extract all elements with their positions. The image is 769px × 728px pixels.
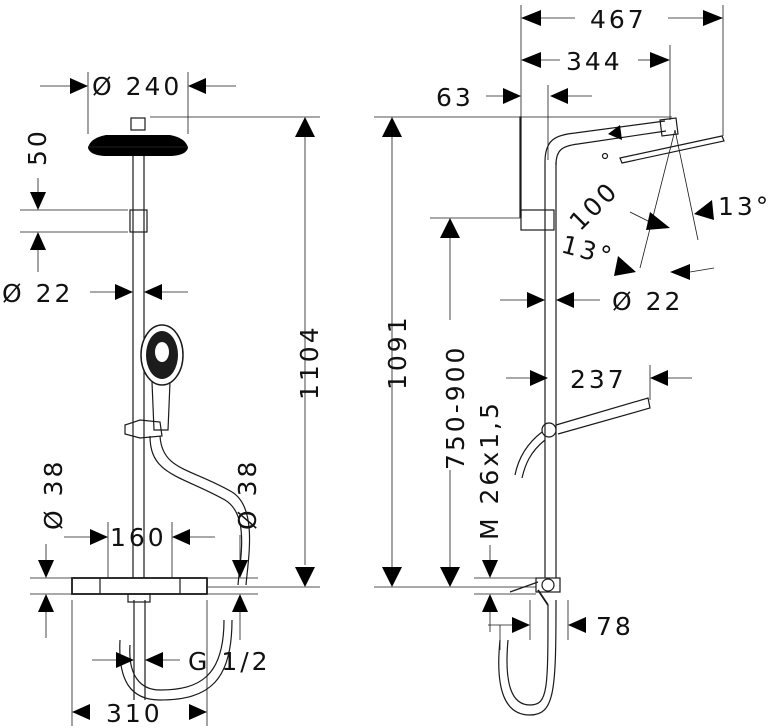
dim-side-height: 1091 bbox=[374, 116, 672, 588]
label-head-tilt-upper: 13° bbox=[718, 192, 769, 221]
dim-connection-right: Ø 38 bbox=[208, 459, 262, 640]
dim-head-tilt-upper: 13° bbox=[629, 129, 769, 269]
label-adjustable-range: 750-900 bbox=[441, 345, 470, 470]
label-overall-projection: 467 bbox=[590, 5, 647, 34]
hand-shower bbox=[124, 324, 184, 439]
head-shower bbox=[88, 117, 188, 156]
shower-hose bbox=[149, 435, 251, 586]
label-thermostat-spacing: 160 bbox=[110, 523, 167, 552]
dim-thermostat-width: 310 bbox=[71, 600, 208, 728]
thermostat-bar bbox=[71, 577, 233, 701]
dim-total-height: 1104 bbox=[150, 116, 324, 588]
dim-overall-projection: 467 bbox=[520, 5, 724, 208]
dim-wall-depth: 78 bbox=[488, 600, 634, 641]
label-holder-thread: M 26x1,5 bbox=[475, 400, 504, 540]
label-arm-projection: 344 bbox=[566, 47, 623, 76]
side-view: 467 344 63 100 bbox=[374, 5, 769, 716]
label-side-height: 1091 bbox=[383, 314, 412, 390]
label-wall-depth: 78 bbox=[596, 612, 634, 641]
label-wall-offset: 63 bbox=[436, 83, 474, 112]
side-rod bbox=[519, 116, 667, 578]
dim-arm-projection: 344 bbox=[521, 45, 671, 120]
label-head-height: 50 bbox=[23, 128, 52, 166]
label-inlet-thread: G 1/2 bbox=[188, 647, 271, 676]
side-thermostat bbox=[498, 577, 561, 716]
dim-connection-left: Ø 38 bbox=[30, 459, 72, 638]
label-front-pipe-diameter: Ø 22 bbox=[2, 279, 73, 308]
front-view: Ø 240 50 Ø 22 1104 bbox=[2, 72, 324, 728]
side-hand-shower bbox=[514, 397, 651, 479]
label-head-tilt-lower: 13° bbox=[558, 230, 617, 272]
dim-inlet-thread: G 1/2 bbox=[92, 647, 271, 676]
dim-front-pipe-diameter: Ø 22 bbox=[2, 279, 188, 308]
dim-side-pipe-diameter: Ø 22 bbox=[500, 287, 683, 316]
dim-head-height: 50 bbox=[20, 128, 128, 272]
dim-hand-shower-length: 237 bbox=[506, 365, 692, 400]
label-connection-left: Ø 38 bbox=[39, 459, 68, 530]
label-connection-right: Ø 38 bbox=[233, 459, 262, 530]
label-thermostat-width: 310 bbox=[106, 699, 163, 728]
label-head-diameter: Ø 240 bbox=[92, 72, 182, 101]
label-hand-shower-length: 237 bbox=[570, 365, 627, 394]
dim-arm-bend: 100 bbox=[564, 176, 625, 237]
dim-head-diameter: Ø 240 bbox=[40, 72, 236, 134]
dim-head-tilt-lower: 13° bbox=[558, 230, 715, 280]
dim-thermostat-spacing: 160 bbox=[64, 522, 215, 578]
label-side-pipe-diameter: Ø 22 bbox=[612, 287, 683, 316]
dim-wall-offset: 63 bbox=[436, 83, 592, 160]
dim-holder-thread: M 26x1,5 bbox=[474, 400, 536, 632]
side-head-shower bbox=[601, 117, 725, 164]
label-total-height: 1104 bbox=[295, 324, 324, 400]
label-arm-bend: 100 bbox=[564, 176, 625, 237]
dim-adjustable-range: 750-900 bbox=[430, 217, 521, 587]
